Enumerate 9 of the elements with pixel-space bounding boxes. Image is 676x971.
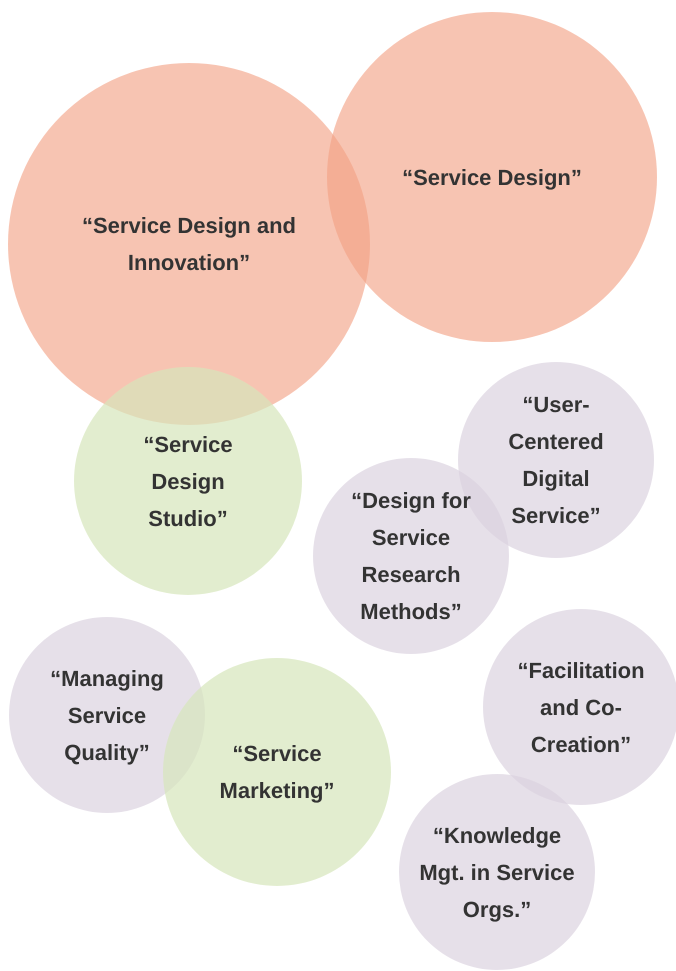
topic-label: “Service Marketing” xyxy=(218,740,336,805)
topic-label: “Service Design Studio” xyxy=(142,430,234,532)
topic-label: “Knowledge Mgt. in Service Orgs.” xyxy=(418,822,576,924)
topic-label: “Service Design and Innovation” xyxy=(81,212,297,277)
topic-label: “Service Design” xyxy=(401,164,583,192)
topic-label: “Managing Service Quality” xyxy=(49,664,165,767)
topic-label: “Design for Service Research Methods” xyxy=(350,487,472,626)
topic-label: “Facilitation and Co-Creation” xyxy=(516,656,646,758)
topic-label: “User-Centered Digital Service” xyxy=(507,391,605,530)
